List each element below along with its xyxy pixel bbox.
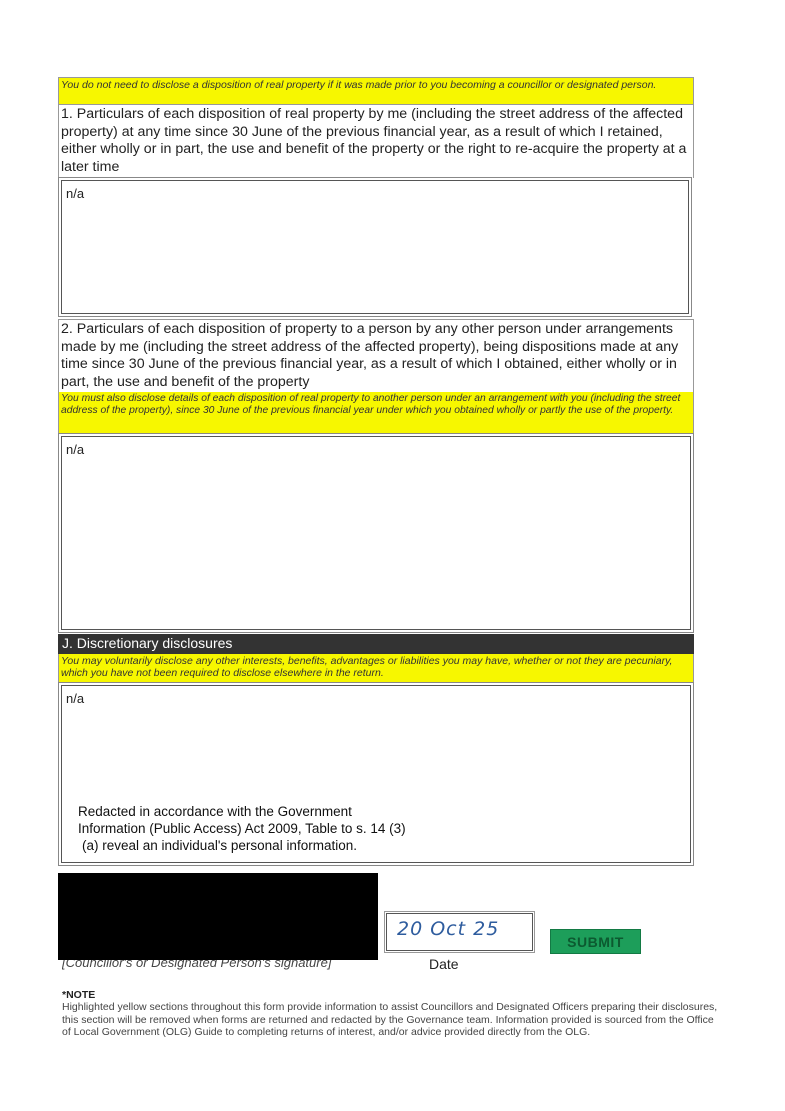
question-1-answer-box[interactable]: n/a: [58, 177, 692, 317]
question-2-text: 2. Particulars of each disposition of pr…: [58, 319, 694, 392]
redaction-note-line-3: (a) reveal an individual's personal info…: [82, 838, 357, 853]
redaction-note-line-2: Information (Public Access) Act 2009, Ta…: [78, 821, 406, 836]
hint-disposition-prior: You do not need to disclose a dispositio…: [58, 77, 694, 104]
hint-question-2: You must also disclose details of each d…: [58, 392, 694, 433]
hint-section-j: You may voluntarily disclose any other i…: [58, 654, 694, 682]
question-2-answer[interactable]: n/a: [61, 436, 691, 630]
section-j-header: J. Discretionary disclosures: [58, 634, 694, 654]
section-j-answer[interactable]: n/a: [61, 685, 691, 863]
note-title: *NOTE: [62, 989, 96, 1001]
section-j-answer-box[interactable]: n/a: [58, 682, 694, 866]
question-1-text: 1. Particulars of each disposition of re…: [58, 104, 694, 178]
redaction-note-line-1: Redacted in accordance with the Governme…: [78, 804, 352, 819]
redaction-note: Redacted in accordance with the Governme…: [78, 803, 438, 854]
question-1-answer[interactable]: n/a: [61, 180, 689, 314]
date-field[interactable]: 20 Oct 25: [384, 911, 535, 953]
date-label: Date: [429, 956, 459, 972]
note-body: Highlighted yellow sections throughout t…: [62, 1001, 718, 1038]
signature-redaction-block: [58, 873, 378, 960]
question-2-answer-box[interactable]: n/a: [58, 433, 694, 633]
submit-button[interactable]: SUBMIT: [550, 929, 641, 954]
